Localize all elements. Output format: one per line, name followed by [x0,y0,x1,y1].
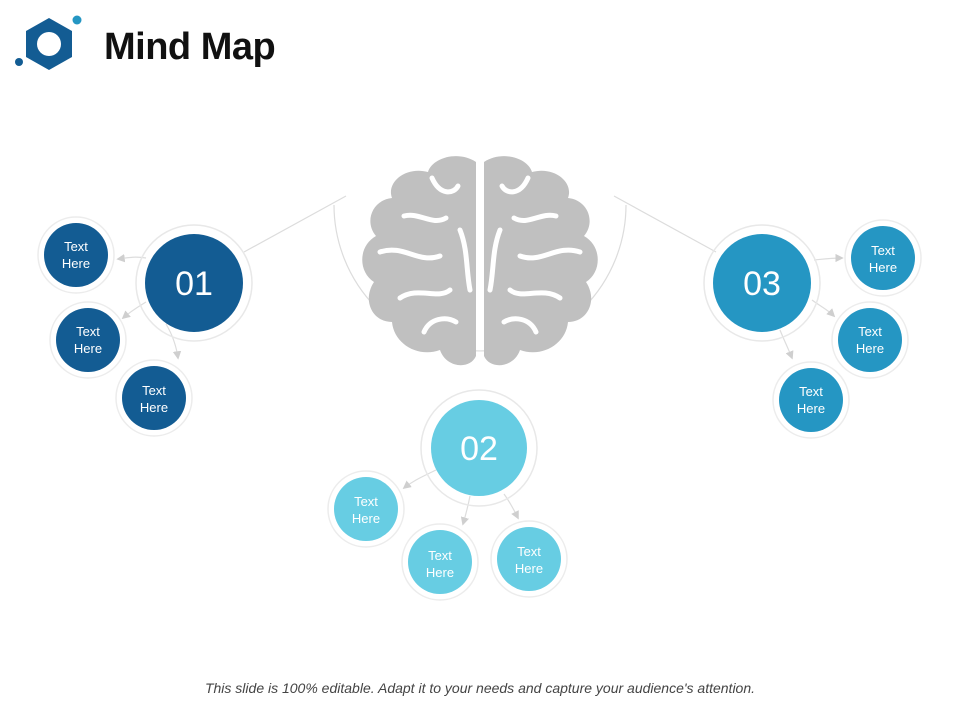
node-label-line1: Text [142,383,166,398]
hexagon-logo-icon [15,15,82,70]
node-label-line1: Text [354,494,378,509]
hub-02-circle[interactable] [431,400,527,496]
hub-02-node-1[interactable]: Text Here [327,470,405,548]
node-label-line2: Here [140,400,168,415]
footer-note: This slide is 100% editable. Adapt it to… [204,680,756,696]
hub-02-label: 02 [460,430,498,468]
hub-02-node-3[interactable]: Text Here [490,520,568,598]
hub-01-node-1[interactable]: Text Here [37,216,115,294]
node-label-line2: Here [74,341,102,356]
hub-01-node-2[interactable]: Text Here [49,301,127,379]
hub-02-connectors [402,469,519,526]
page-title: Mind Map [104,26,276,68]
hub-01-connectors [116,253,182,360]
node-label-line1: Text [428,548,452,563]
node-label-line1: Text [76,324,100,339]
hub-03-circle[interactable] [713,234,811,332]
node-label-line2: Here [62,256,90,271]
hub-02-node-2[interactable]: Text Here [401,523,479,601]
hub-02: 02 Text Here Text Here Text Here [327,389,568,601]
hub-03-node-1[interactable]: Text Here [844,219,922,297]
node-label-line2: Here [515,561,543,576]
hub-03-node-2[interactable]: Text Here [831,301,909,379]
node-label-line2: Here [869,260,897,275]
node-label-line2: Here [797,401,825,416]
hub-01-label: 01 [175,265,213,303]
hub-03-node-3[interactable]: Text Here [772,361,850,439]
hub-01: 01 Text Here Text Here Text Here [37,216,253,437]
hub-01-circle[interactable] [145,234,243,332]
node-label-line1: Text [871,243,895,258]
hub-01-node-3[interactable]: Text Here [115,359,193,437]
brain-icon [362,156,598,366]
hub-03-label: 03 [743,265,781,303]
node-label-line1: Text [517,544,541,559]
brain-connectors [243,195,717,352]
node-label-line1: Text [799,384,823,399]
node-label-line1: Text [858,324,882,339]
node-label-line2: Here [352,511,380,526]
hub-03-connectors [779,253,844,360]
node-label-line2: Here [856,341,884,356]
hub-03: 03 Text Here Text Here Text Here [703,219,922,439]
node-label-line2: Here [426,565,454,580]
node-label-line1: Text [64,239,88,254]
